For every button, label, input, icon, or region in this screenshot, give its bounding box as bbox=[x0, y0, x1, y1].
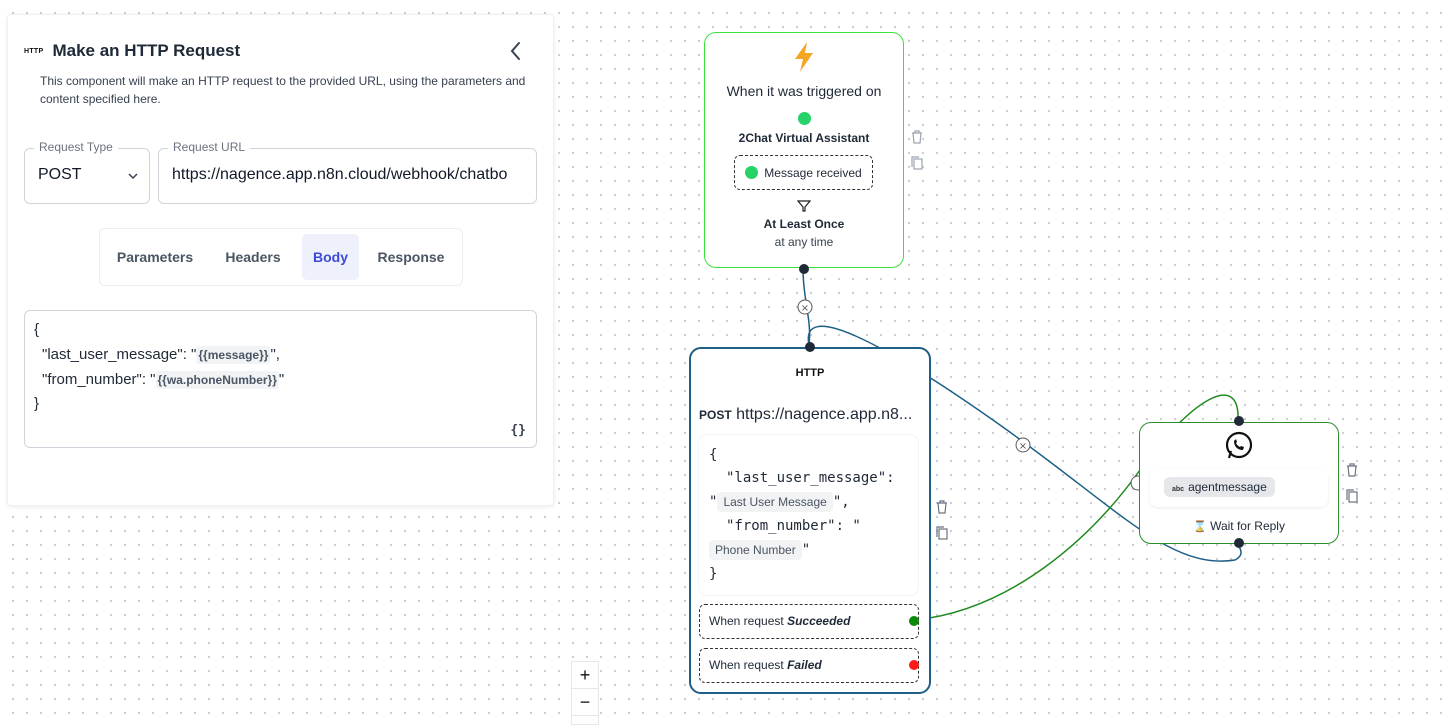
body-open-brace: { bbox=[34, 321, 40, 338]
chevron-left-icon bbox=[510, 42, 520, 60]
trigger-title: When it was triggered on bbox=[726, 83, 882, 99]
format-json-button[interactable]: {} bbox=[510, 423, 526, 438]
copy-icon[interactable] bbox=[1345, 488, 1359, 504]
collapse-panel-button[interactable] bbox=[506, 39, 526, 63]
variable-chip: Last User Message bbox=[717, 492, 833, 512]
body-close-brace: } bbox=[34, 395, 40, 412]
tab-response[interactable]: Response bbox=[377, 249, 445, 265]
trigger-node[interactable]: When it was triggered on 2Chat Virtual A… bbox=[704, 32, 904, 274]
zoom-in-button[interactable]: + bbox=[571, 661, 599, 689]
body-editor[interactable]: { "last_user_message": "{{message}}", "f… bbox=[24, 310, 537, 448]
body-line-message: "last_user_message": "{{message}}", bbox=[42, 346, 280, 364]
http-node-endpoint: POST https://nagence.app.n8... bbox=[699, 406, 912, 424]
copy-icon[interactable] bbox=[910, 155, 924, 171]
request-tabs: Parameters Headers Body Response bbox=[99, 228, 463, 286]
copy-icon[interactable] bbox=[935, 525, 949, 541]
tab-body[interactable]: Body bbox=[302, 234, 359, 280]
http-node-url: https://nagence.app.n8... bbox=[736, 406, 913, 423]
trigger-timing: at any time bbox=[774, 235, 834, 249]
filter-icon bbox=[705, 199, 903, 218]
http-node-body-preview: { "last_user_message": "Last User Messag… bbox=[699, 435, 918, 595]
success-output-handle[interactable] bbox=[909, 616, 919, 626]
http-node-badge: HTTP bbox=[795, 367, 825, 379]
request-type-value: POST bbox=[38, 166, 82, 183]
output-handle[interactable] bbox=[799, 264, 809, 274]
failure-output-handle[interactable] bbox=[909, 660, 919, 670]
http-request-panel: HTTP Make an HTTP Request This component… bbox=[7, 14, 554, 506]
request-url-input[interactable]: Request URL https://nagence.app.n8n.clou… bbox=[158, 140, 537, 204]
chevron-down-icon bbox=[128, 173, 138, 180]
panel-description: This component will make an HTTP request… bbox=[40, 74, 526, 106]
request-url-label: Request URL bbox=[168, 140, 251, 154]
fit-view-button[interactable] bbox=[571, 715, 599, 725]
variable-chip: {{message}} bbox=[196, 346, 271, 364]
whatsapp-logo-icon bbox=[1140, 431, 1338, 466]
request-type-select[interactable]: Request Type POST bbox=[24, 140, 150, 204]
whatsapp-icon bbox=[705, 110, 903, 128]
panel-header: HTTP Make an HTTP Request bbox=[24, 41, 240, 61]
trigger-event: Message received bbox=[764, 165, 862, 180]
variable-chip: Phone Number bbox=[709, 540, 802, 560]
trash-icon[interactable] bbox=[910, 129, 924, 145]
request-type-label: Request Type bbox=[34, 140, 118, 154]
panel-title: Make an HTTP Request bbox=[52, 41, 241, 60]
body-line-number: "from_number": "{{wa.phoneNumber}}" bbox=[42, 371, 285, 389]
route-failed[interactable]: When request Failed bbox=[699, 648, 919, 683]
http-badge-icon: HTTP bbox=[24, 47, 44, 55]
tab-parameters[interactable]: Parameters bbox=[116, 249, 194, 265]
trigger-service: 2Chat Virtual Assistant bbox=[738, 131, 870, 145]
http-node-method: POST bbox=[699, 408, 732, 422]
trash-icon[interactable] bbox=[935, 499, 949, 515]
whatsapp-icon bbox=[745, 166, 759, 179]
text-type-icon: abc bbox=[1172, 486, 1185, 493]
zoom-out-button[interactable]: − bbox=[571, 688, 599, 716]
http-node[interactable]: HTTP POST https://nagence.app.n8... { "l… bbox=[689, 342, 931, 694]
hourglass-icon: ⌛ bbox=[1193, 521, 1207, 533]
tab-headers[interactable]: Headers bbox=[225, 249, 281, 265]
input-handle[interactable] bbox=[805, 342, 815, 352]
trigger-frequency: At Least Once bbox=[763, 217, 845, 231]
request-url-value: https://nagence.app.n8n.cloud/webhook/ch… bbox=[172, 166, 508, 183]
input-handle[interactable] bbox=[1234, 416, 1244, 426]
route-succeeded[interactable]: When request Succeeded bbox=[699, 604, 919, 639]
trash-icon[interactable] bbox=[1345, 462, 1359, 478]
wait-for-reply: ⌛ Wait for Reply bbox=[1193, 519, 1285, 533]
lightning-icon bbox=[705, 41, 903, 78]
trigger-event-box[interactable]: Message received bbox=[734, 155, 873, 190]
variable-chip: {{wa.phoneNumber}} bbox=[155, 371, 279, 389]
output-handle[interactable] bbox=[1234, 538, 1244, 548]
